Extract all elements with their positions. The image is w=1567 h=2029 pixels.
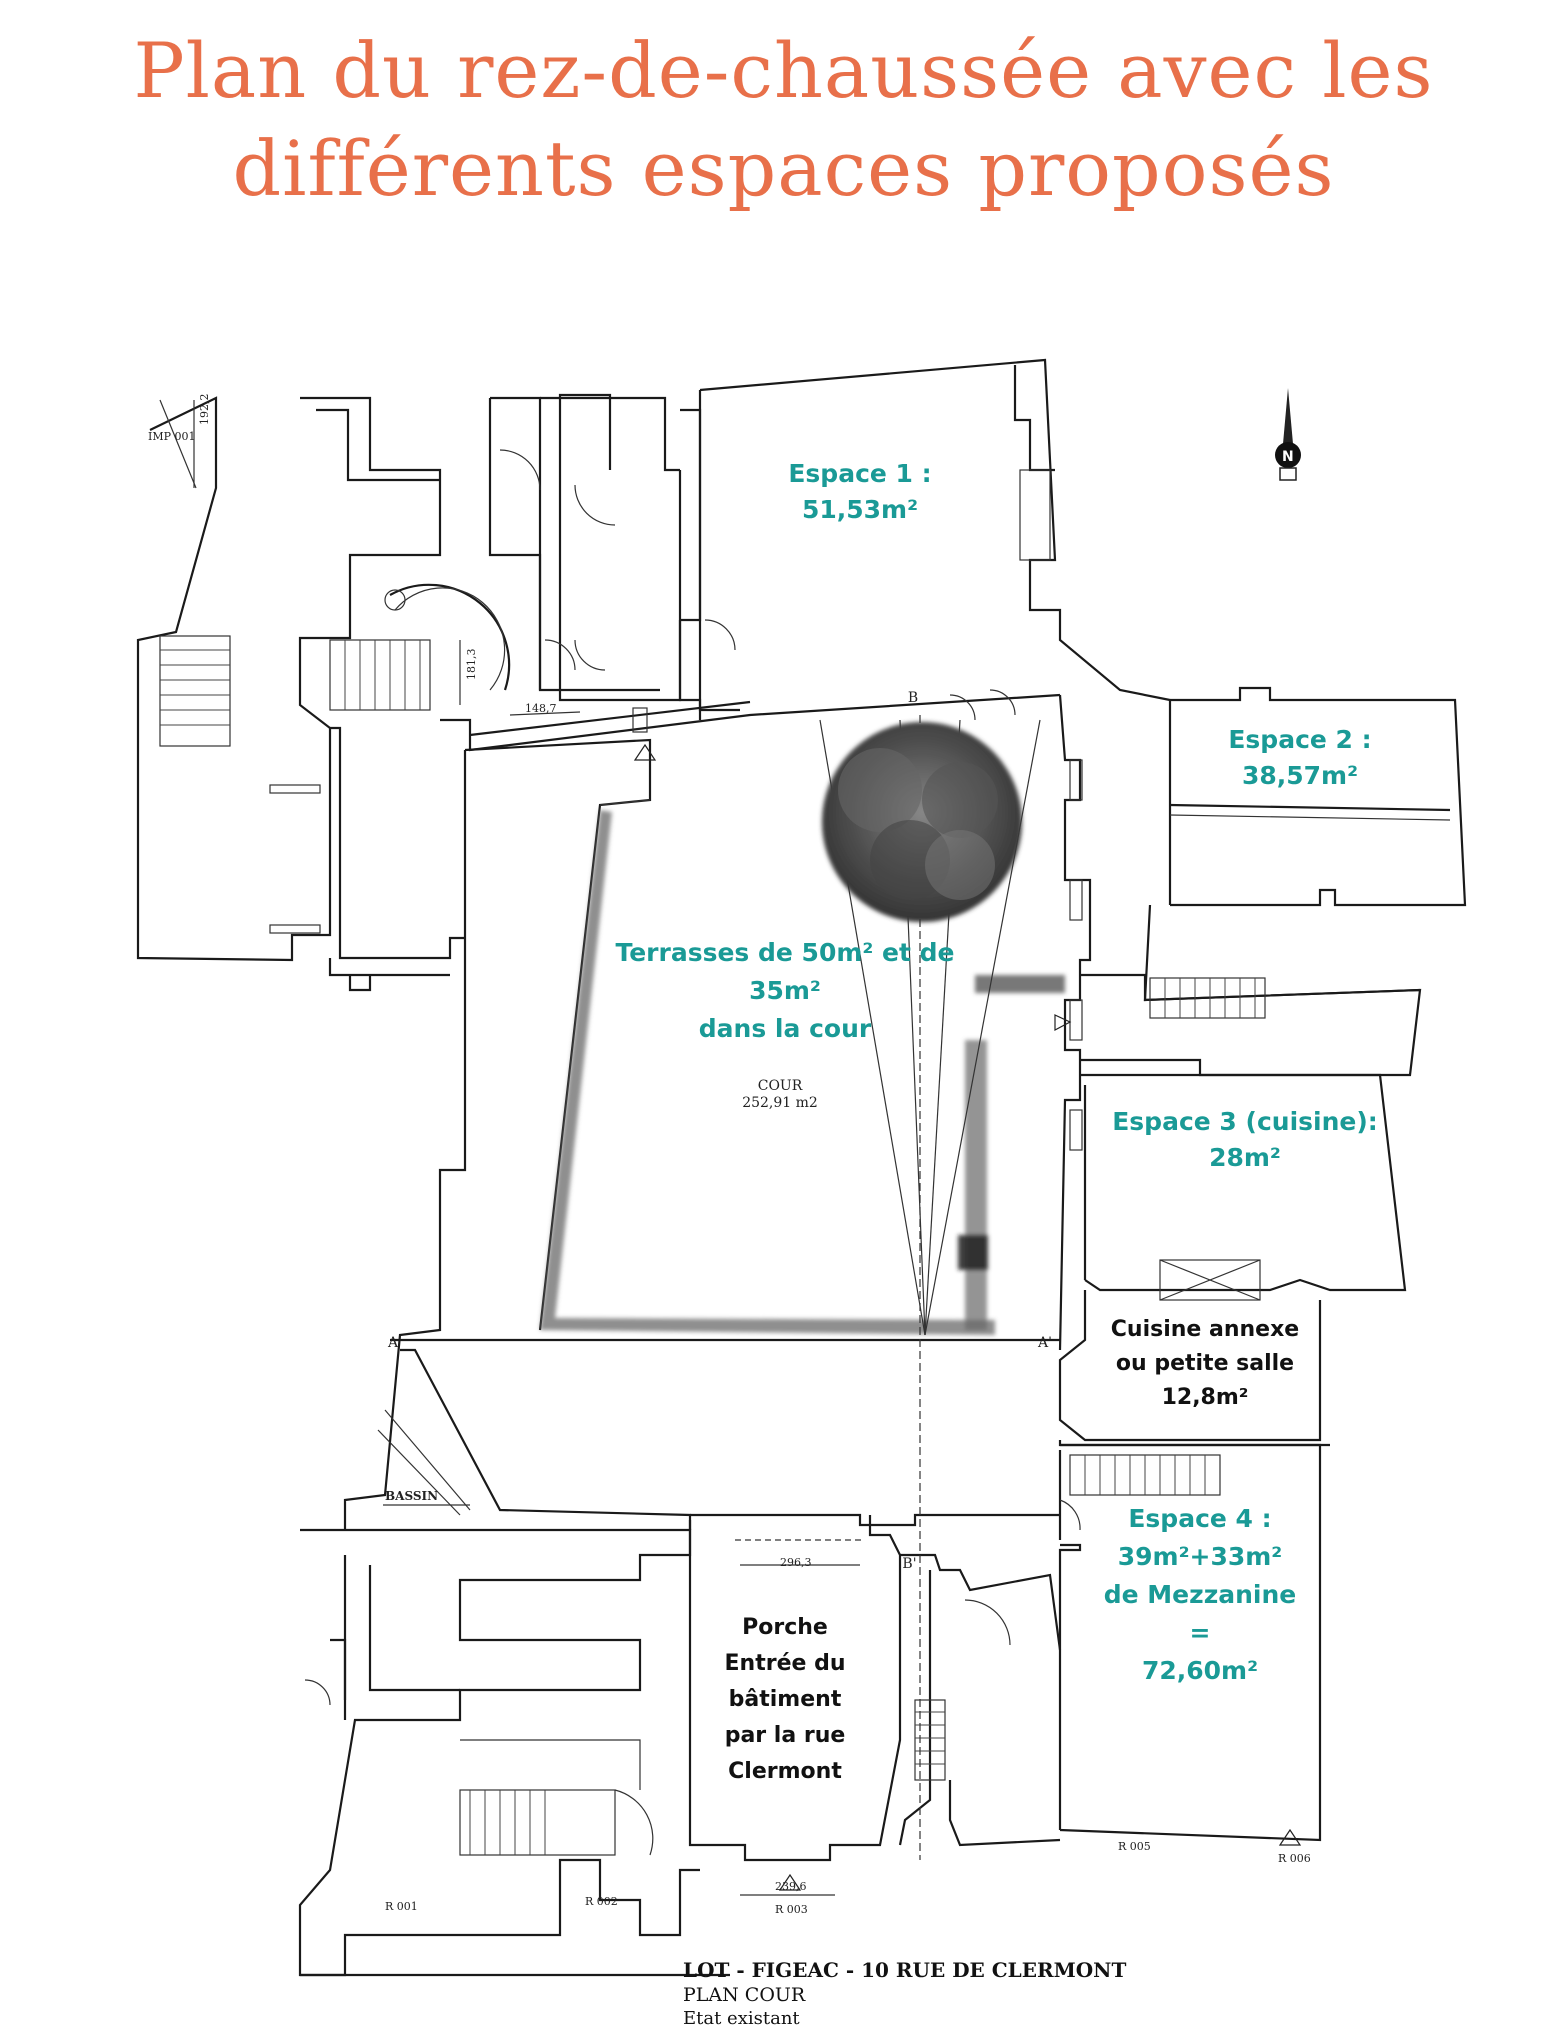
- dimension-lines: [193, 400, 581, 716]
- cour-label: COUR 252,91 m2: [730, 1078, 830, 1112]
- espace-3-title: Espace 3 (cuisine):: [1112, 1107, 1378, 1136]
- porche-line-3: bâtiment: [728, 1687, 842, 1712]
- espace-2-title: Espace 2 :: [1228, 725, 1372, 754]
- dim-2963: 296,3: [780, 1556, 812, 1569]
- terrasses-line-2: 35m²: [749, 976, 821, 1005]
- bassin-label: BASSIN: [385, 1489, 439, 1503]
- section-b2-label: B': [902, 1556, 917, 1572]
- hedge-east: [958, 975, 1065, 1330]
- stair-bottom-right: [898, 1553, 1062, 1847]
- cuisine-annexe-line-2: ou petite salle: [1115, 1351, 1295, 1376]
- dim-2396: 239,6: [775, 1880, 807, 1893]
- section-a2-label: A': [1038, 1335, 1052, 1351]
- porche-line-5: Clermont: [728, 1759, 842, 1784]
- footer-state: Etat existant: [683, 2008, 800, 2029]
- section-b-label: B: [907, 690, 919, 706]
- terrasses-line-3: dans la cour: [698, 1014, 872, 1043]
- tree-icon: [822, 722, 1022, 922]
- espace-4-equals: =: [1189, 1618, 1211, 1647]
- room-r002: R 002: [585, 1895, 618, 1908]
- court-west-wall: [343, 738, 652, 1530]
- cuisine-annexe-area: 12,8m²: [1161, 1385, 1249, 1410]
- building-bottom-left: [298, 1528, 730, 1977]
- spiral-stair: [329, 583, 511, 711]
- room-r005: R 005: [1118, 1840, 1151, 1853]
- espace-2-area: 38,57m²: [1241, 761, 1359, 790]
- title-line-2: différents espaces proposés: [232, 124, 1335, 213]
- espace-1-area: 51,53m²: [801, 495, 919, 524]
- corridor-block: [488, 408, 702, 720]
- footer-address: LOT - FIGEAC - 10 RUE DE CLERMONT: [683, 1958, 1127, 1982]
- porche-label: Porche Entrée du bâtiment par la rue Cle…: [700, 1610, 870, 1790]
- espace-4-title: Espace 4 :: [1128, 1504, 1272, 1533]
- espace-3-walls: [1080, 1073, 1407, 1301]
- svg-text:N: N: [1282, 449, 1294, 465]
- porche-line-1: Porche: [742, 1615, 828, 1640]
- espace-4-total: 72,60m²: [1141, 1656, 1259, 1685]
- cuisine-annexe-label: Cuisine annexe ou petite salle 12,8m²: [1090, 1313, 1320, 1415]
- dim-1922: 192,2: [198, 393, 211, 426]
- porche-walls: [688, 1515, 902, 1896]
- lower-court: [377, 1338, 1060, 1530]
- porche-line-2: Entrée du: [724, 1651, 846, 1676]
- cuisine-annexe-line-1: Cuisine annexe: [1110, 1317, 1300, 1342]
- espace-4-area-sum: 39m²+33m²: [1117, 1542, 1283, 1571]
- porche-line-4: par la rue: [724, 1723, 846, 1748]
- espace-3-area: 28m²: [1209, 1143, 1281, 1172]
- espace-1-title: Espace 1 :: [788, 459, 932, 488]
- espace-4-mezzanine: de Mezzanine: [1103, 1580, 1297, 1609]
- dim-1813: 181,3: [465, 648, 478, 681]
- entry-markers: [633, 743, 1302, 1891]
- terrasses-line-1: Terrasses de 50m² et de: [615, 938, 955, 967]
- north-arrow-icon: N: [1275, 388, 1301, 481]
- cour-name: COUR: [757, 1078, 803, 1094]
- room-r003: R 003: [775, 1903, 808, 1916]
- dim-1487: 148,7: [525, 702, 557, 715]
- page-title: Plan du rez-de-chaussée avec les différe…: [0, 22, 1567, 218]
- room-r006: R 006: [1278, 1852, 1311, 1865]
- footer-plan-name: PLAN COUR: [683, 1984, 806, 2006]
- espace-1-walls: [698, 358, 1171, 712]
- espace-3-stair: [1080, 973, 1422, 1077]
- section-a-label: A: [387, 1335, 399, 1351]
- cour-area: 252,91 m2: [742, 1095, 818, 1111]
- imp-label: IMP 001: [148, 430, 196, 443]
- espace-1-label: Espace 1 : 51,53m²: [740, 456, 980, 528]
- building-top-left: [136, 393, 680, 992]
- staircase-top-left: [159, 635, 231, 747]
- title-line-1: Plan du rez-de-chaussée avec les: [133, 26, 1434, 115]
- espace-4-label: Espace 4 : 39m²+33m² de Mezzanine = 72,6…: [1085, 1500, 1315, 1690]
- espace-2-label: Espace 2 : 38,57m²: [1200, 722, 1400, 794]
- room-r001: R 001: [385, 1900, 418, 1913]
- espace-3-label: Espace 3 (cuisine): 28m²: [1090, 1104, 1400, 1176]
- terrasses-label: Terrasses de 50m² et de 35m² dans la cou…: [600, 934, 970, 1048]
